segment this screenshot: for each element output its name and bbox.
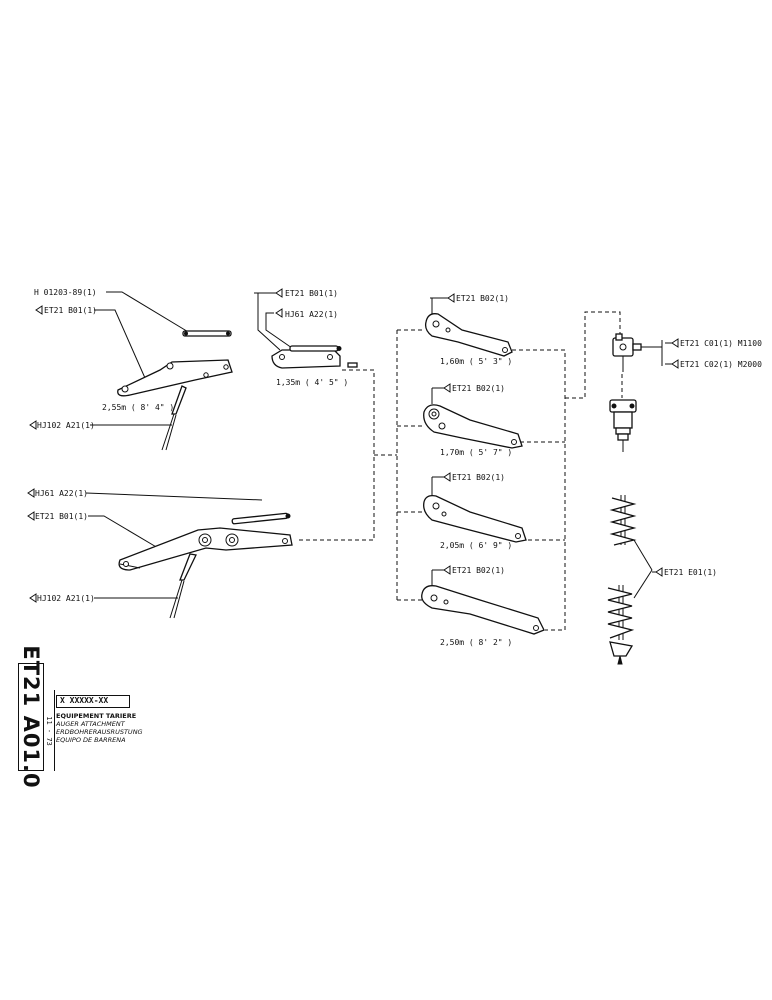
svg-text:ET21 B02(1): ET21 B02(1) <box>452 473 505 482</box>
bottom-boom-part <box>118 512 293 619</box>
label-arm1: ET21 B02(1) <box>430 293 509 303</box>
svg-text:ET21 B02(1): ET21 B02(1) <box>452 566 505 575</box>
svg-text:ET21 B02(1): ET21 B02(1) <box>452 384 505 393</box>
svg-text:ET21 B01(1): ET21 B01(1) <box>285 289 338 298</box>
arm1-part <box>424 313 513 357</box>
label-head-c01: ET21 C01(1) M1100 <box>671 338 762 348</box>
label-top-dipper: ET21 B01(1) <box>254 288 338 298</box>
label-top-cylinder: HJ102 A21(1) <box>29 420 95 430</box>
label-head-c02: ET21 C02(1) M2000 <box>671 359 762 369</box>
svg-text:ET21 E01(1): ET21 E01(1) <box>664 568 717 577</box>
label-arm2: ET21 B02(1) <box>432 383 505 393</box>
dim-arm3: 2,05m ( 6' 9" ) <box>440 541 512 550</box>
svg-text:ET21 B02(1): ET21 B02(1) <box>456 294 509 303</box>
svg-text:ET21 C01(1) M1100: ET21 C01(1) M1100 <box>680 339 762 348</box>
serial-number-box: X XXXXX-XX <box>56 695 130 708</box>
dim-arm1: 1,60m ( 5' 3" ) <box>440 357 512 366</box>
arm4-part <box>421 585 545 635</box>
label-bottom-boom: ET21 B01(1) <box>27 511 88 521</box>
label-bottom-cylinder: HJ102 A21(1) <box>29 593 95 603</box>
auger-lower-part <box>607 585 635 665</box>
label-arm4: ET21 B02(1) <box>432 565 505 575</box>
label-arm3: ET21 B02(1) <box>432 472 505 482</box>
label-top-boom: ET21 B01(1) <box>35 305 97 315</box>
arm3-part <box>423 494 527 543</box>
dim-top-boom: 2,55m ( 8' 4" ) <box>102 403 174 412</box>
auger-bracket-part <box>612 333 642 372</box>
dim-top-dipper: 1,35m ( 4' 5" ) <box>276 378 348 387</box>
dim-arm4: 2,50m ( 8' 2" ) <box>440 638 512 647</box>
auger-motor-part <box>609 374 637 452</box>
label-bottom-ram: HJ61 A22(1) <box>27 488 88 498</box>
label-top-hose: H 01203-89(1) <box>34 288 97 297</box>
label-auger: ET21 E01(1) <box>655 567 717 577</box>
designation-en: AUGER ATTACHMENT <box>56 720 125 728</box>
arm2-part <box>423 404 523 449</box>
top-boom-part <box>117 359 233 451</box>
svg-text:HJ61 A22(1): HJ61 A22(1) <box>285 310 338 319</box>
svg-text:HJ102 A21(1): HJ102 A21(1) <box>37 594 95 603</box>
svg-text:ET21 B01(1): ET21 B01(1) <box>44 306 97 315</box>
designation-block: EQUIPEMENT TARIERE AUGER ATTACHMENT ERDB… <box>56 712 166 744</box>
designation-es: EQUIPO DE BARRENA <box>56 736 126 744</box>
hose-part <box>182 330 232 337</box>
svg-text:ET21 C02(1) M2000: ET21 C02(1) M2000 <box>680 360 762 369</box>
top-dipper-part <box>271 345 358 369</box>
svg-text:HJ61 A22(1): HJ61 A22(1) <box>35 489 88 498</box>
label-top-ram: HJ61 A22(1) <box>275 308 338 319</box>
designation-de: ERDBOHRERAUSRUSTUNG <box>56 728 143 736</box>
designation-fr: EQUIPEMENT TARIERE <box>56 712 137 720</box>
auger-upper-part <box>609 495 637 546</box>
svg-text:HJ102 A21(1): HJ102 A21(1) <box>37 421 95 430</box>
dim-arm2: 1,70m ( 5' 7" ) <box>440 448 512 457</box>
svg-text:ET21 B01(1): ET21 B01(1) <box>35 512 88 521</box>
drawing-date: 11 - 73 <box>44 690 55 771</box>
drawing-code: ET21 A01.0 <box>18 645 44 789</box>
